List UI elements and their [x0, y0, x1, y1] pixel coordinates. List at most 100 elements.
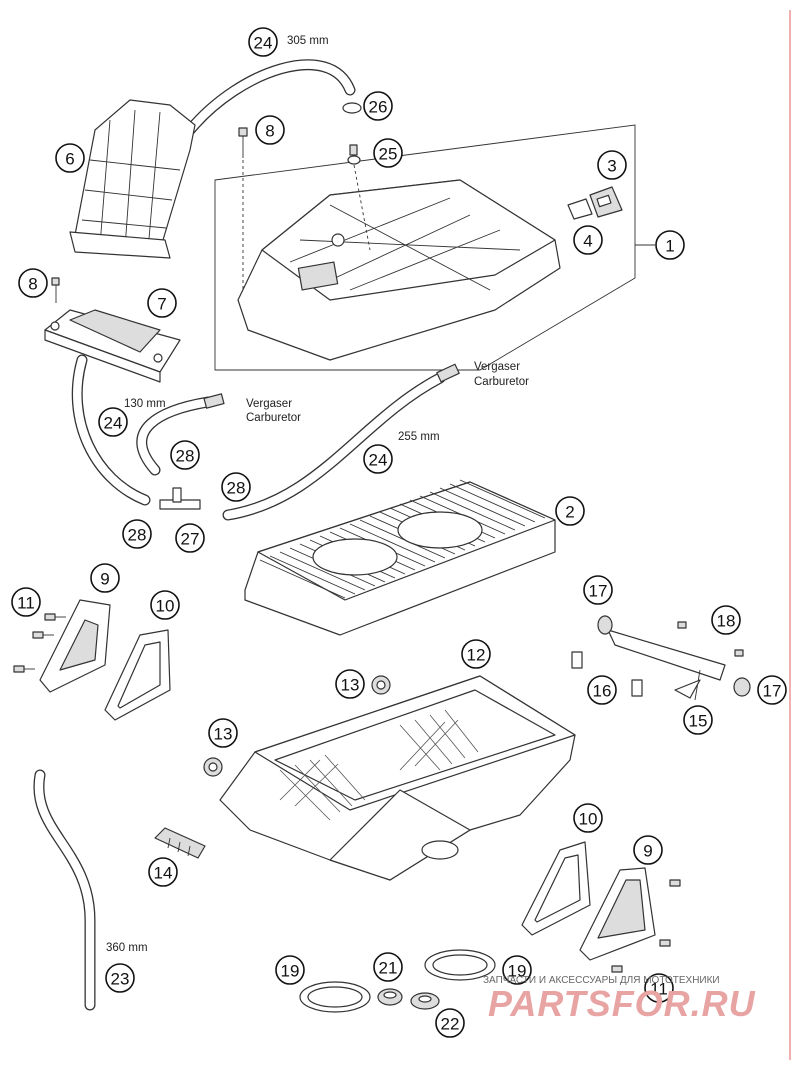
callout-number: 8	[28, 275, 37, 294]
callout-number: 18	[717, 612, 736, 631]
callout-c25: 25	[373, 138, 403, 168]
grommet-17-top	[597, 615, 613, 635]
callout-circle	[335, 669, 365, 699]
valve-25	[347, 144, 371, 251]
callout-circle	[683, 705, 713, 735]
callout-number: 17	[589, 582, 608, 601]
callout-number: 24	[254, 34, 273, 53]
callout-c11a: 11	[11, 587, 41, 617]
callout-circle	[221, 472, 251, 502]
callout-circle	[573, 225, 603, 255]
hose-24-top	[184, 59, 356, 136]
callout-number: 11	[17, 594, 35, 613]
callout-circle	[148, 857, 178, 887]
callout-number: 6	[65, 150, 74, 169]
callout-c9a: 9	[90, 563, 120, 593]
callout-c1: 1	[655, 230, 685, 260]
callout-number: 10	[156, 597, 175, 616]
callout-c11b: 11	[644, 973, 674, 1003]
callout-number: 1	[665, 237, 674, 256]
gasket-4	[567, 198, 593, 220]
callout-c10a: 10	[150, 590, 180, 620]
callout-number: 26	[369, 98, 388, 117]
gasket-10-left	[104, 629, 171, 721]
flange-7	[44, 309, 181, 383]
callout-circle	[461, 639, 491, 669]
part-14	[154, 827, 206, 859]
cover-3	[589, 186, 623, 218]
callout-circle	[583, 575, 613, 605]
callout-circle	[655, 230, 685, 260]
label-len255: 255 mm	[398, 431, 440, 443]
callout-number: 28	[128, 526, 147, 545]
grommet-13-left	[203, 757, 223, 777]
hose-24-255	[222, 363, 460, 521]
callout-circle	[98, 407, 128, 437]
callout-circle	[11, 587, 41, 617]
callout-number: 10	[579, 810, 598, 829]
callout-circle	[248, 27, 278, 57]
label-len305: 305 mm	[287, 35, 329, 47]
air-filter-2	[244, 479, 556, 636]
callout-number: 7	[157, 295, 166, 314]
callout-number: 13	[214, 725, 233, 744]
callout-number: 23	[111, 970, 130, 989]
bracket-9-left	[39, 599, 111, 693]
callout-number: 19	[508, 962, 527, 981]
callout-circle	[18, 268, 48, 298]
callout-circle	[644, 973, 674, 1003]
callout-c26: 26	[363, 91, 393, 121]
callout-c28a: 28	[170, 440, 200, 470]
callout-circle	[105, 963, 135, 993]
label-carb1: Carburetor	[474, 376, 529, 388]
callout-c19b: 19	[502, 955, 532, 985]
callout-c7: 7	[147, 288, 177, 318]
bolt-8-left	[51, 277, 60, 303]
callout-c17b: 17	[757, 675, 787, 705]
screws-11-right	[611, 879, 681, 973]
callout-c4: 4	[573, 225, 603, 255]
callout-circle	[633, 835, 663, 865]
callout-c12: 12	[461, 639, 491, 669]
callout-number: 16	[593, 682, 612, 701]
air-box-12	[219, 675, 576, 881]
watermark-logo: PARTSFOR.RU	[488, 983, 756, 1024]
callout-circle	[502, 955, 532, 985]
callout-c15: 15	[683, 705, 713, 735]
callout-c13a: 13	[335, 669, 365, 699]
callout-circle	[150, 590, 180, 620]
callout-c8b: 8	[18, 268, 48, 298]
callout-c13b: 13	[208, 718, 238, 748]
callout-c28b: 28	[221, 472, 251, 502]
callout-c17a: 17	[583, 575, 613, 605]
callout-c24c: 24	[363, 444, 393, 474]
callout-circle	[90, 563, 120, 593]
callout-number: 2	[565, 503, 574, 522]
callout-c24b: 24	[98, 407, 128, 437]
label-vergaser2: Vergaser	[246, 398, 292, 410]
hose-28-left	[71, 354, 151, 506]
callout-number: 28	[227, 479, 246, 498]
clip-26	[342, 102, 362, 114]
callout-number: 9	[643, 842, 652, 861]
filter-box-lid	[237, 179, 561, 361]
gasket-10-right	[521, 841, 591, 936]
callout-c16: 16	[587, 675, 617, 705]
clips-16	[571, 651, 643, 697]
callout-circle	[373, 952, 403, 982]
callout-circle	[175, 523, 205, 553]
callout-number: 12	[467, 646, 486, 665]
callout-c23: 23	[105, 963, 135, 993]
callout-c28c: 28	[122, 519, 152, 549]
callout-number: 19	[281, 962, 300, 981]
callout-circle	[555, 496, 585, 526]
callout-number: 27	[181, 530, 200, 549]
callout-c27: 27	[175, 523, 205, 553]
callout-circle	[711, 605, 741, 635]
callout-circle	[573, 803, 603, 833]
bracket-9-right	[579, 867, 656, 961]
callout-number: 4	[583, 232, 592, 251]
callout-circle	[122, 519, 152, 549]
